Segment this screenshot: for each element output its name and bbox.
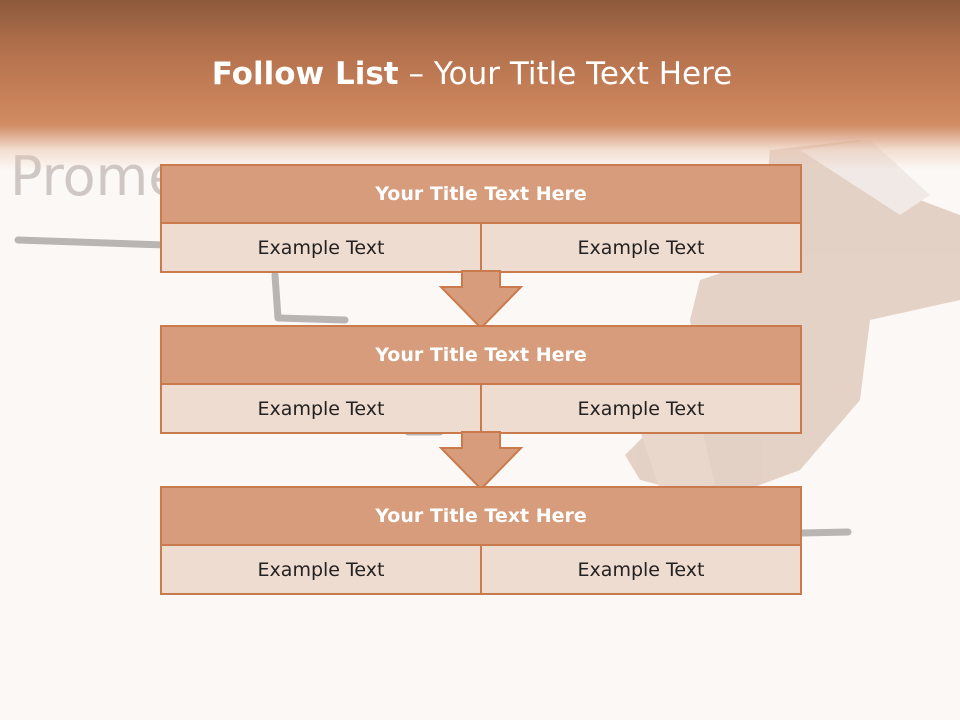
slide-title-bold: Follow List — [211, 56, 399, 92]
step-title: Your Title Text Here — [162, 166, 800, 224]
step-title: Your Title Text Here — [162, 488, 800, 546]
slide-title: Follow List – Your Title Text Here — [0, 56, 944, 92]
step-cell-left: Example Text — [162, 224, 480, 271]
step-panel-3: Your Title Text Here Example Text Exampl… — [160, 486, 802, 595]
down-arrow-icon — [438, 270, 524, 330]
step-panel-2: Your Title Text Here Example Text Exampl… — [160, 325, 802, 434]
title-banner — [0, 0, 960, 170]
step-cell-left: Example Text — [162, 546, 480, 593]
step-title: Your Title Text Here — [162, 327, 800, 385]
step-panel-1: Your Title Text Here Example Text Exampl… — [160, 164, 802, 273]
step-cell-right: Example Text — [480, 546, 800, 593]
step-row: Example Text Example Text — [162, 546, 800, 593]
step-cell-left: Example Text — [162, 385, 480, 432]
step-cell-right: Example Text — [480, 385, 800, 432]
step-cell-right: Example Text — [480, 224, 800, 271]
step-row: Example Text Example Text — [162, 385, 800, 432]
slide-title-rest: – Your Title Text Here — [398, 56, 733, 92]
down-arrow-icon — [438, 431, 524, 491]
step-row: Example Text Example Text — [162, 224, 800, 271]
